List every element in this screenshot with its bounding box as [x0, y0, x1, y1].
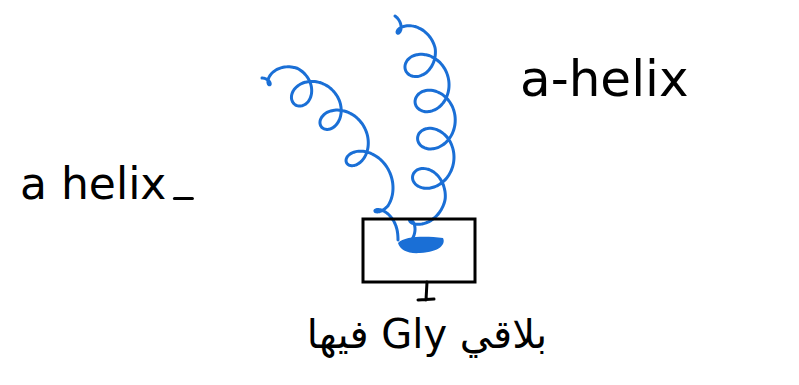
leader-dash [174, 197, 192, 200]
contact-blob [398, 237, 444, 253]
contact-box [363, 219, 475, 282]
helix-label: a-helix [520, 52, 689, 107]
alpha-helix [262, 67, 398, 240]
helix-label: a helix [20, 160, 166, 208]
note-text: بلاقي Gly فيها [307, 312, 548, 356]
helix-drawings [262, 16, 455, 242]
alpha-helix [395, 16, 455, 242]
pointer-line [418, 282, 434, 300]
